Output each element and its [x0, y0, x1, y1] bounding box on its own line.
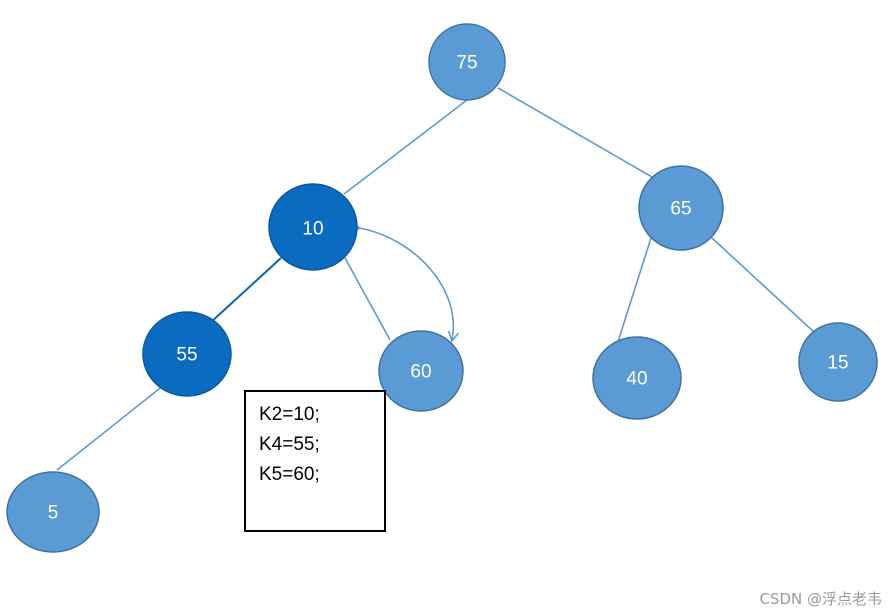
- tree-node-60: 60: [378, 330, 464, 412]
- edge-65-15: [711, 237, 816, 334]
- node-label: 10: [302, 219, 323, 240]
- swap-arrow: [349, 221, 460, 343]
- node-label: 65: [670, 199, 691, 220]
- watermark: CSDN @浮点老韦: [759, 590, 882, 608]
- edge-75-65: [497, 87, 653, 178]
- tree-node-10: 10: [268, 183, 358, 271]
- tree-node-65: 65: [638, 165, 724, 251]
- edge-10-55: [209, 257, 282, 324]
- tree-node-40: 40: [592, 336, 682, 420]
- note-line-k5: K5=60;: [259, 464, 320, 485]
- tree-node-55: 55: [142, 311, 232, 397]
- tree-node-15: 15: [798, 322, 878, 402]
- edge-55-5: [56, 384, 165, 471]
- node-label: 60: [410, 362, 431, 383]
- note-line-k4: K4=55;: [259, 434, 320, 455]
- edge-10-60: [344, 257, 391, 341]
- node-label: 15: [827, 353, 848, 374]
- node-label: 5: [48, 503, 59, 524]
- node-label: 40: [626, 369, 647, 390]
- tree-node-5: 5: [6, 471, 100, 553]
- note-line-k2: K2=10;: [259, 404, 320, 425]
- edge-75-10: [343, 99, 468, 195]
- note-box: K2=10; K4=55; K5=60;: [244, 390, 386, 532]
- node-label: 75: [456, 53, 477, 74]
- tree-node-75: 75: [428, 23, 506, 101]
- edge-65-40: [615, 237, 652, 349]
- node-label: 55: [176, 345, 197, 366]
